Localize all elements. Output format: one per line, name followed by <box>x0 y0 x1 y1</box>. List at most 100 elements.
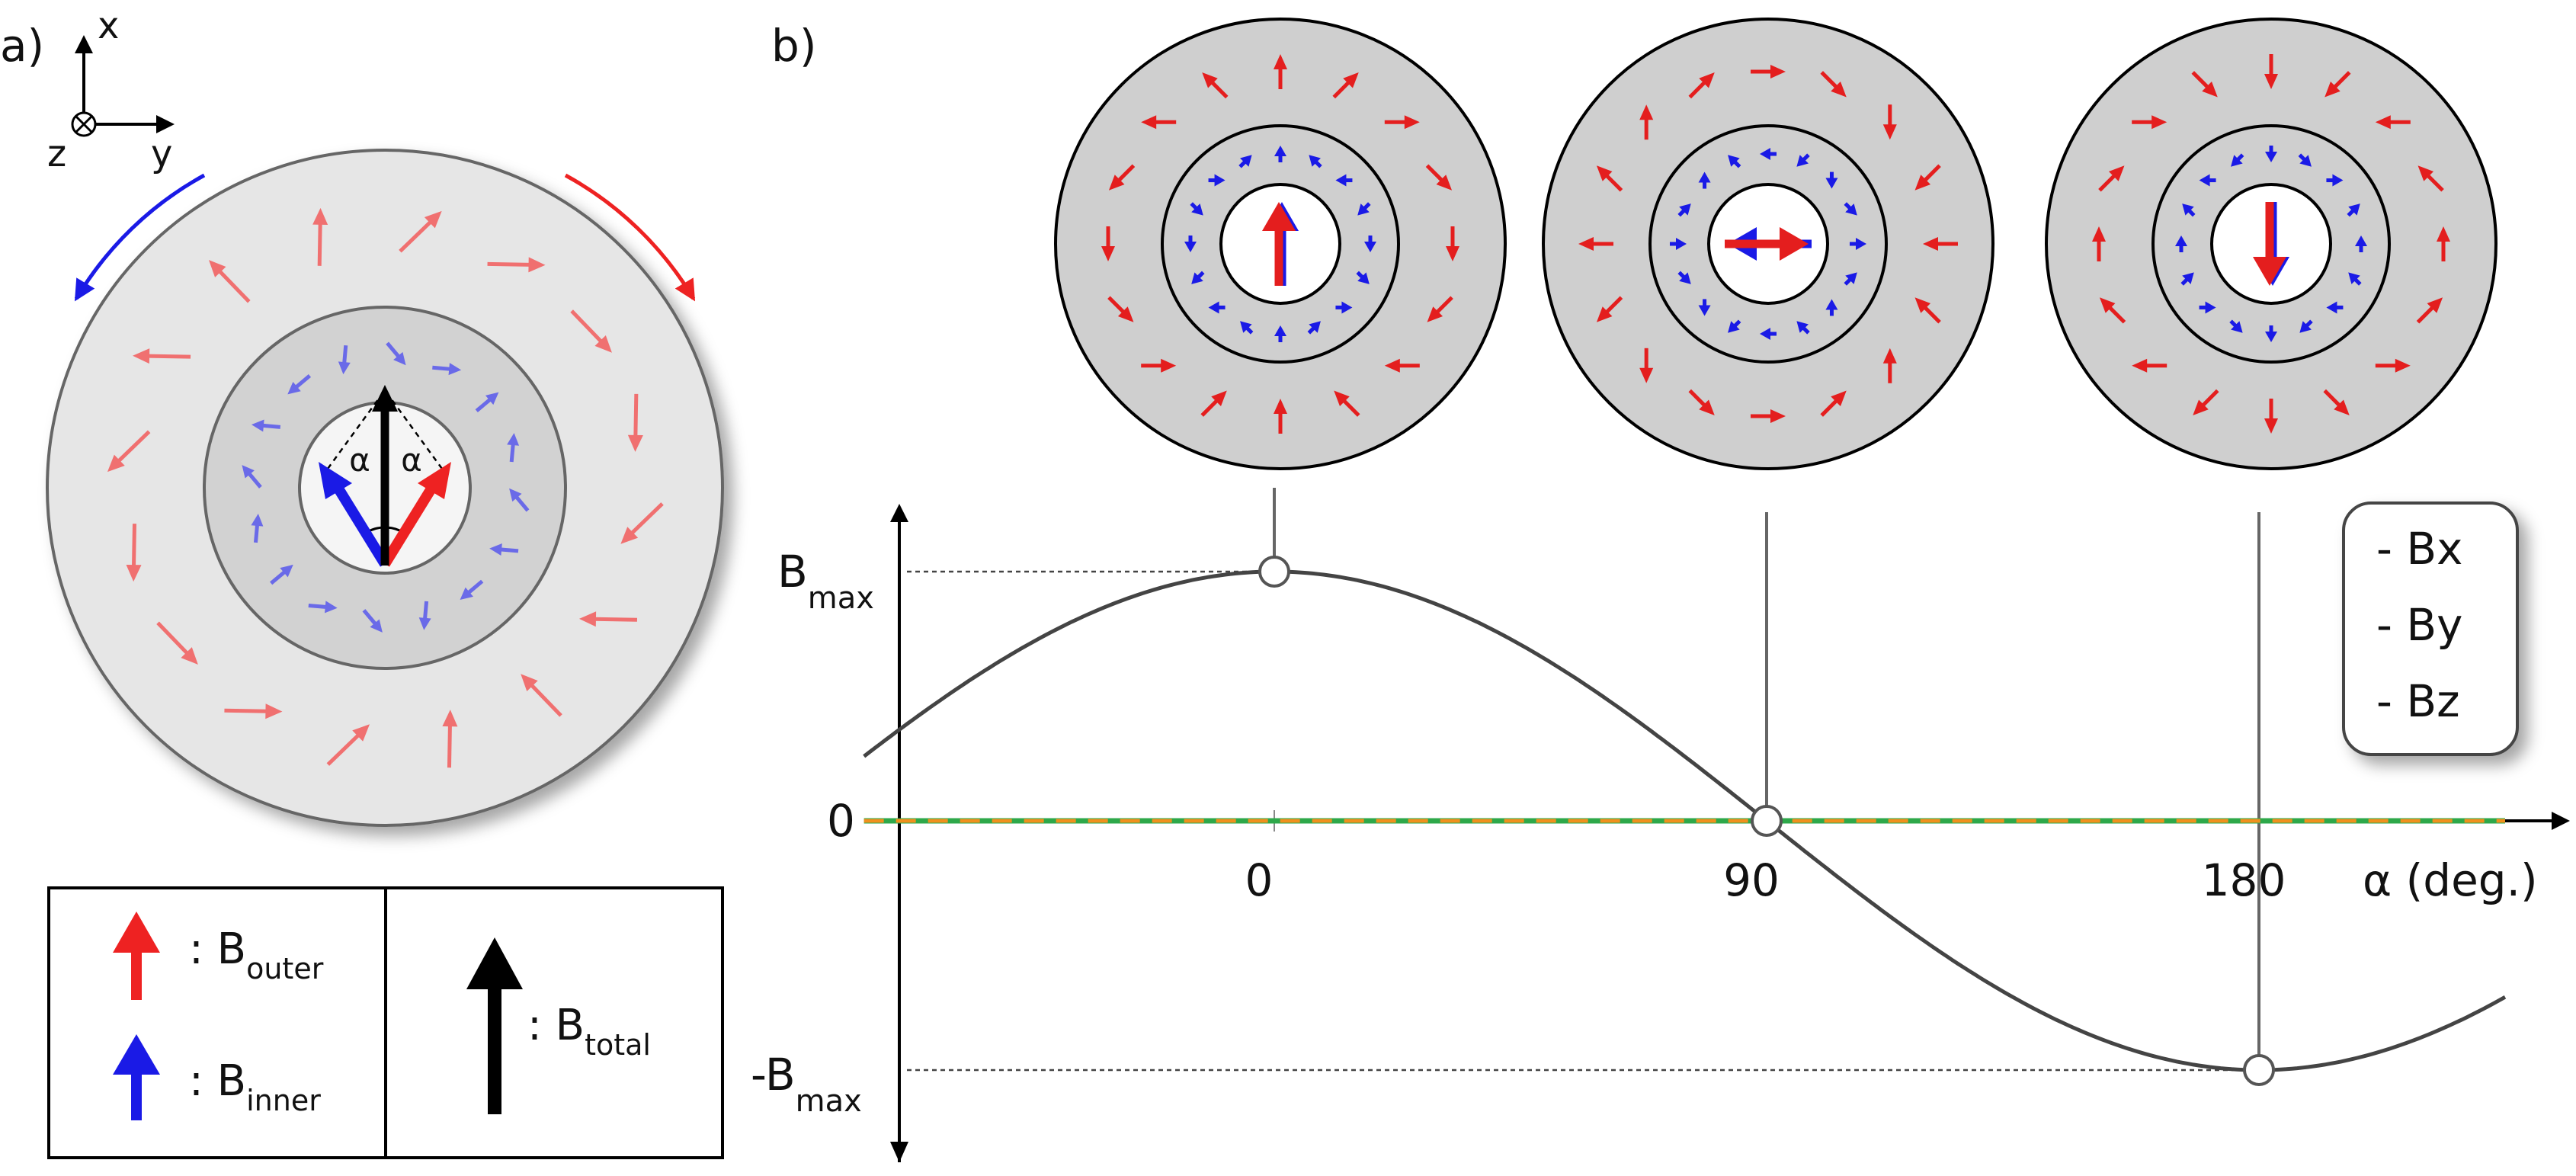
x-axis-label: α (deg.) <box>2363 854 2538 906</box>
panel-b-label: b) <box>771 20 816 72</box>
outer-arrow <box>156 621 198 665</box>
inset-inner-arrow <box>2347 203 2360 217</box>
inset-inner-arrow <box>1825 171 1838 189</box>
inset-diagrams <box>1054 18 2498 470</box>
rotation-arrow-blue <box>74 173 206 302</box>
outer-arrow <box>312 207 328 266</box>
inset-inner-arrow <box>1357 202 1371 216</box>
outer-arrow <box>224 703 283 719</box>
inset-outer-arrow <box>2264 54 2278 89</box>
outer-arrow <box>570 309 612 353</box>
inset-inner-arrow <box>2265 325 2277 342</box>
inset-inner-arrow <box>1356 271 1370 284</box>
legend-total-icon <box>466 937 523 1114</box>
outer-arrow <box>326 724 370 766</box>
inner-arrow <box>251 419 281 432</box>
outer-vector-arrow <box>380 462 451 567</box>
inset-inner-arrow <box>1274 325 1286 342</box>
inset-inner-arrow <box>1335 174 1353 187</box>
inner-magnetization-arrows <box>242 341 530 633</box>
inset-inner-arrow <box>1844 202 1857 216</box>
inset-inner-arrow <box>1191 271 1205 284</box>
inset-inner-arrow <box>1728 319 1741 333</box>
inset-outer-arrow <box>2193 389 2219 416</box>
panel-a-label: a) <box>0 20 44 72</box>
inset-outer-arrow <box>1384 358 1420 373</box>
inner-arrow <box>460 579 484 601</box>
inset-inner-arrow <box>1335 301 1353 314</box>
inner-arrow <box>338 345 351 375</box>
inner-vector-arrow <box>319 462 389 567</box>
inset-inner-arrow <box>2199 301 2216 314</box>
inset-inner-arrow <box>1190 202 1203 216</box>
inset-inner-arrow <box>2180 272 2194 286</box>
inset-inner-arrow <box>2299 319 2313 333</box>
inset-inner-arrow <box>2326 174 2344 187</box>
inner-arrow <box>251 513 264 543</box>
x-tick-label: 0 <box>1245 854 1274 906</box>
inset-outer-arrow <box>2132 115 2167 130</box>
inner-arrow <box>507 433 520 463</box>
outer-arrow <box>208 260 251 303</box>
inset-outer-arrow <box>1141 115 1177 130</box>
inset-inner-arrow <box>1670 238 1687 250</box>
inset-center-outer-arrow <box>1725 227 1809 261</box>
inset-inner-arrow <box>1825 299 1838 316</box>
inset-outer-arrow <box>1446 226 1459 261</box>
inset-inner-arrow <box>2175 236 2187 252</box>
outer-arrow <box>627 393 643 452</box>
inset-outer-arrow <box>1274 54 1287 89</box>
legend-bx: - Bx <box>2376 523 2462 575</box>
z-axis-label: z <box>47 133 66 175</box>
vector-diagram: α α <box>319 385 451 567</box>
inset-inner-arrow <box>1844 272 1857 286</box>
inset-outer-arrow <box>2132 358 2167 373</box>
inset-outer-arrow <box>1332 72 1359 99</box>
inset-outer-arrow <box>2416 297 2443 324</box>
inset-inner-arrow <box>2355 236 2367 252</box>
outer-arrow <box>126 524 142 582</box>
inset-inner-arrow <box>1240 321 1254 335</box>
inset-inner-arrow <box>1698 299 1711 316</box>
angle-label-left: α <box>349 441 370 479</box>
inset-inner-arrow <box>1677 271 1691 284</box>
inset-outer-arrow <box>1141 358 1177 373</box>
inset-outer-arrow <box>1820 390 1847 417</box>
y-tick-label: -Bmax <box>751 1049 862 1119</box>
marker-alpha-0 <box>1258 556 1290 588</box>
rotation-arrow-red <box>564 173 696 302</box>
inset-outer-arrow <box>1596 296 1623 322</box>
inset-outer-arrow <box>1688 389 1715 416</box>
inset-inner-arrow <box>2348 272 2362 286</box>
panel-a: a) x y z <box>0 5 724 1159</box>
inset-outer-arrow <box>2324 71 2351 98</box>
inner-arrow <box>432 363 462 376</box>
inset-outer-arrow <box>1882 348 1897 383</box>
inset-outer-arrow <box>1107 296 1134 322</box>
series-legend: - Bx - By - Bz <box>2342 501 2519 756</box>
inset-outer-arrow <box>1334 390 1360 417</box>
y-axis-label: y <box>151 133 172 175</box>
x-tick-label: 180 <box>2202 854 2286 906</box>
inset-inner-arrow <box>1698 171 1711 189</box>
inset-inner-arrow <box>1760 328 1777 340</box>
angle-label-right: α <box>401 441 422 479</box>
inset-inner-arrow <box>1677 203 1691 217</box>
parallelogram-edge <box>383 389 444 469</box>
inset-outer-arrow <box>2099 297 2126 324</box>
chart-markers <box>1258 556 2275 1086</box>
outer-arrow <box>107 430 151 473</box>
inset-alpha-90 <box>1542 18 1994 470</box>
outer-arrow <box>442 710 458 768</box>
inset-inner-arrow <box>1850 238 1866 250</box>
series-legend-frame <box>2342 501 2519 756</box>
legend-box: : Bouter : Binner : Btotal <box>47 886 724 1159</box>
inset-outer-arrow <box>2375 358 2411 373</box>
inset-outer-arrow <box>1202 72 1229 99</box>
chart-guides <box>907 488 2260 1072</box>
inset-inner-arrow <box>1796 321 1810 335</box>
outer-arrow <box>399 210 442 253</box>
inset-center-outer-arrow <box>1262 202 1296 286</box>
inner-arrow <box>270 564 293 585</box>
